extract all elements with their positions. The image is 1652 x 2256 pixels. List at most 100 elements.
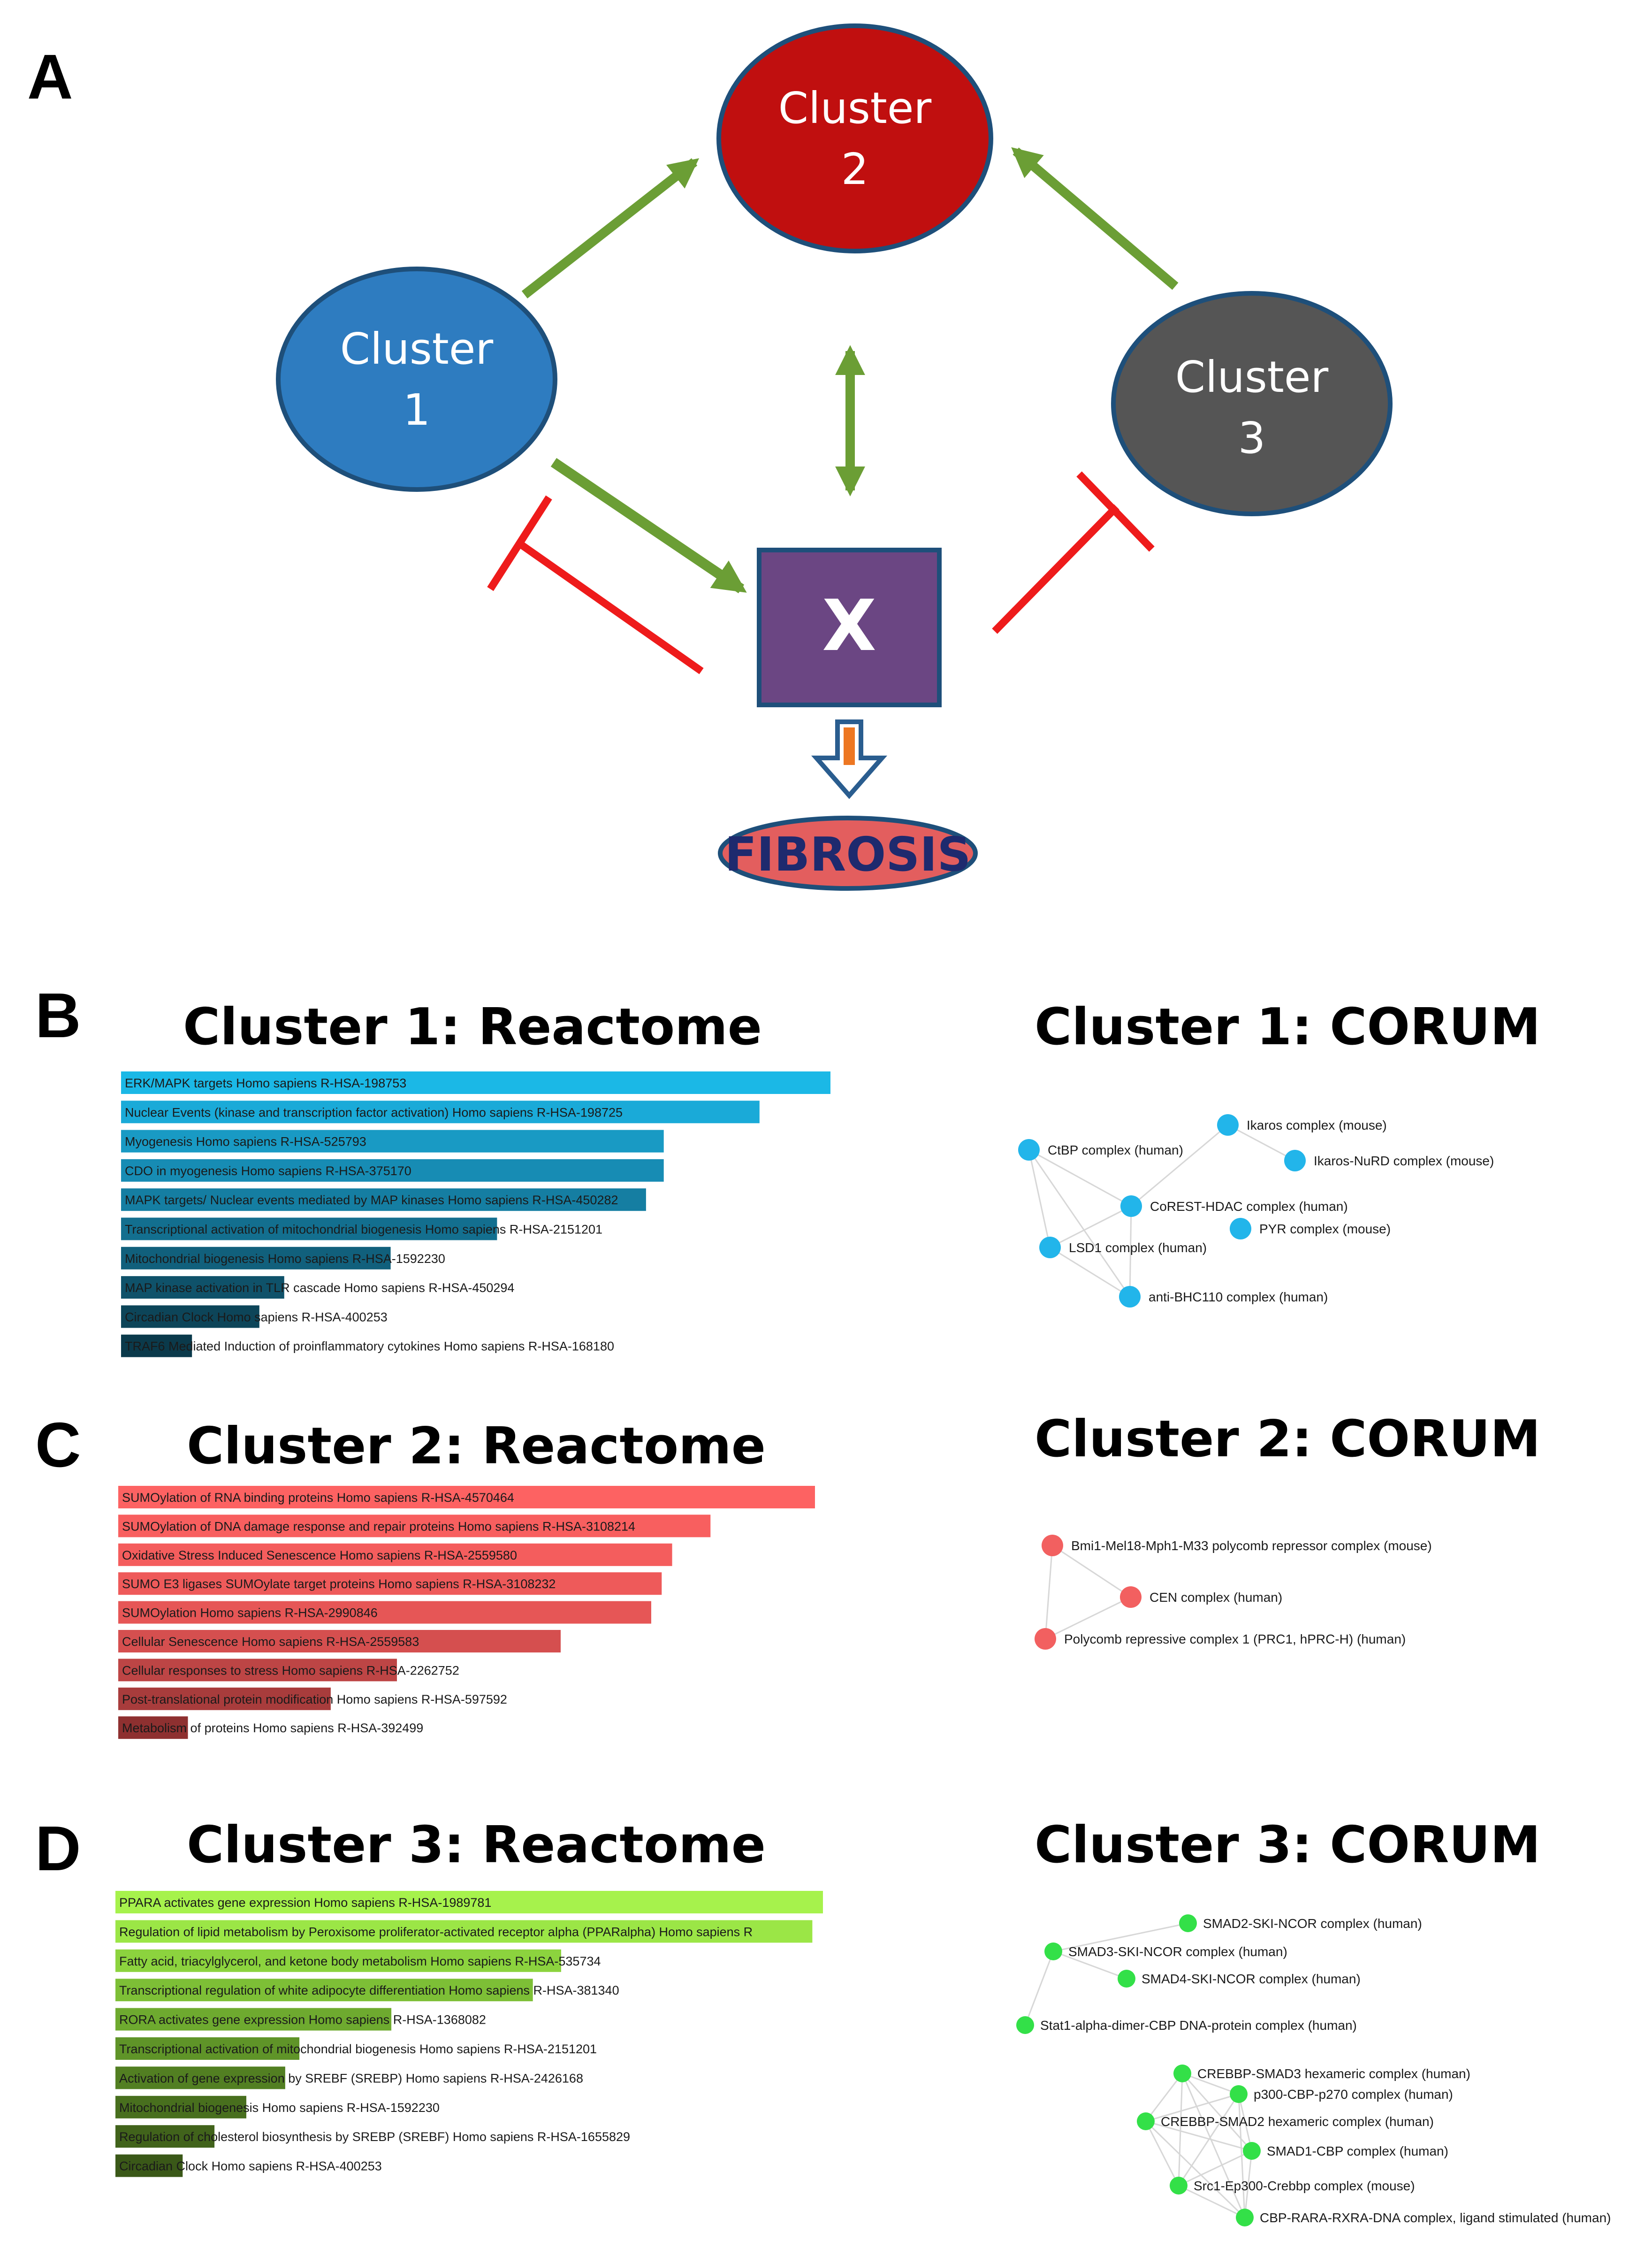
reactome-bar-label: Transcriptional regulation of white adip… — [119, 1983, 619, 1997]
inhibition-cluster3-x — [992, 471, 1155, 634]
network-edge — [1178, 2073, 1183, 2186]
network-node-label: CoREST-HDAC complex (human) — [1150, 1199, 1348, 1214]
reactome-bar — [115, 1920, 813, 1943]
arrow-cluster1-to-x — [550, 458, 747, 594]
network-node-label: SMAD1-CBP complex (human) — [1267, 2144, 1448, 2158]
network-edge — [1052, 1545, 1131, 1598]
reactome-bar — [121, 1247, 391, 1269]
network-node — [1173, 2065, 1191, 2082]
reactome-bar-label: MAPK targets/ Nuclear events mediated by… — [125, 1193, 618, 1207]
network-node — [1039, 1237, 1061, 1258]
network-edge — [1050, 1247, 1130, 1298]
reactome-bar — [115, 1949, 561, 1972]
arrow-cluster1-to-cluster2 — [521, 158, 700, 298]
cluster-1-corum-title: Cluster 1: CORUM — [1035, 998, 1541, 1056]
network-node-label: CREBBP-SMAD2 hexameric complex (human) — [1161, 2114, 1434, 2129]
reactome-bar — [121, 1305, 259, 1328]
cluster-3-label-line1: Cluster — [1175, 352, 1329, 402]
reactome-bar — [115, 1979, 533, 2002]
reactome-bar-label: SUMO E3 ligases SUMOylate target protein… — [122, 1577, 556, 1591]
reactome-bar-label: Activation of gene expression by SREBF (… — [119, 2071, 583, 2085]
cluster-2-label-line2: 2 — [841, 144, 869, 194]
reactome-bar — [121, 1217, 497, 1240]
network-edge — [1053, 1922, 1188, 1952]
reactome-bar-label: Post-translational protein modification … — [122, 1692, 507, 1706]
reactome-bar-label: Myogenesis Homo sapiens R-HSA-525793 — [125, 1135, 366, 1149]
cluster-2-reactome-bars: SUMOylation of RNA binding proteins Homo… — [118, 1486, 815, 1739]
network-node-label: PYR complex (mouse) — [1259, 1222, 1391, 1236]
reactome-bar-label: SUMOylation of RNA binding proteins Homo… — [122, 1491, 514, 1505]
network-edge — [1050, 1205, 1132, 1248]
network-node-label: Ikaros complex (mouse) — [1247, 1118, 1387, 1132]
network-edge — [1178, 2150, 1252, 2187]
cluster-node-1: Cluster 1 — [276, 267, 557, 492]
network-node-label: SMAD2-SKI-NCOR complex (human) — [1203, 1916, 1422, 1931]
reactome-bar-label: Cellular Senescence Homo sapiens R-HSA-2… — [122, 1635, 419, 1649]
network-edge — [1145, 2121, 1180, 2186]
network-edge — [1028, 1149, 1131, 1297]
reactome-bar — [121, 1130, 664, 1153]
network-edge — [1145, 2120, 1246, 2218]
reactome-bar-label: PPARA activates gene expression Homo sap… — [119, 1896, 491, 1910]
cluster-3-reactome-bars: PPARA activates gene expression Homo sap… — [115, 1891, 823, 2177]
panel-letter-a: A — [27, 41, 73, 112]
network-node-label: Bmi1-Mel18-Mph1-M33 polycomb repressor c… — [1071, 1538, 1432, 1553]
network-node — [1120, 1586, 1142, 1608]
reactome-bar — [118, 1601, 651, 1624]
reactome-bar-label: CDO in myogenesis Homo sapiens R-HSA-375… — [125, 1164, 411, 1178]
reactome-bar — [115, 2125, 215, 2148]
reactome-bar-label: SUMOylation Homo sapiens R-HSA-2990846 — [122, 1606, 378, 1620]
cluster-2-corum-title: Cluster 2: CORUM — [1035, 1410, 1541, 1468]
network-edge — [1028, 1149, 1051, 1248]
reactome-bar — [115, 2008, 392, 2031]
network-edge — [1129, 1206, 1132, 1297]
x-node-label: X — [822, 585, 876, 667]
network-edge — [1227, 1124, 1295, 1162]
network-node — [1284, 1150, 1306, 1171]
reactome-bar — [115, 2095, 246, 2118]
cluster-2-reactome-title: Cluster 2: Reactome — [187, 1417, 766, 1476]
network-node — [1044, 1942, 1062, 1960]
reactome-bar-label: MAP kinase activation in TLR cascade Hom… — [125, 1281, 514, 1295]
cluster-1-corum-network: Ikaros complex (mouse)CtBP complex (huma… — [1018, 1114, 1494, 1308]
network-node — [1120, 1195, 1142, 1217]
inhibition-cluster1-x — [487, 495, 704, 674]
reactome-bar — [121, 1334, 192, 1357]
cluster-3-corum-network: SMAD2-SKI-NCOR complex (human)SMAD3-SKI-… — [1016, 1914, 1611, 2226]
network-node-label: CREBBP-SMAD3 hexameric complex (human) — [1197, 2066, 1470, 2081]
reactome-bar-label: Metabolism of proteins Homo sapiens R-HS… — [122, 1721, 423, 1735]
reactome-bar-label: Transcriptional activation of mitochondr… — [119, 2042, 597, 2056]
network-edge — [1053, 1950, 1127, 1980]
network-edge — [1024, 1951, 1054, 2026]
fibrosis-label: FIBROSIS — [725, 827, 971, 882]
fibrosis-node: FIBROSIS — [718, 816, 978, 891]
network-edge — [1238, 2094, 1246, 2218]
network-node — [1018, 1139, 1040, 1161]
cluster-3-corum-title: Cluster 3: CORUM — [1035, 1816, 1541, 1874]
reactome-bar — [118, 1687, 331, 1710]
reactome-bar-label: ERK/MAPK targets Homo sapiens R-HSA-1987… — [125, 1076, 406, 1090]
network-edge — [1145, 2073, 1183, 2122]
cluster-2-label-line1: Cluster — [778, 83, 932, 133]
network-node — [1236, 2209, 1254, 2226]
network-edge — [1182, 2072, 1239, 2095]
cluster-2-corum-network: Bmi1-Mel18-Mph1-M33 polycomb repressor c… — [1035, 1535, 1432, 1650]
reactome-bar — [115, 1891, 823, 1913]
network-edge — [1181, 2073, 1246, 2218]
network-edge — [1145, 2093, 1239, 2122]
network-node — [1137, 2112, 1155, 2130]
cluster-1-label-line2: 1 — [403, 385, 431, 435]
cluster-node-3: Cluster 3 — [1111, 291, 1393, 516]
reactome-bar-label: SUMOylation of DNA damage response and r… — [122, 1519, 635, 1533]
reactome-bar — [118, 1716, 188, 1739]
reactome-bar-label: Regulation of cholesterol biosynthesis b… — [119, 2130, 630, 2144]
x-node: X — [757, 548, 942, 707]
network-edge — [1238, 2094, 1253, 2151]
network-edge — [1131, 1124, 1228, 1207]
network-node-label: SMAD4-SKI-NCOR complex (human) — [1142, 1972, 1361, 1986]
arrow-cluster3-to-cluster2 — [1011, 147, 1179, 290]
reactome-bar — [118, 1486, 815, 1508]
reactome-bar — [118, 1572, 662, 1595]
network-node — [1217, 1114, 1239, 1136]
reactome-bar — [121, 1101, 760, 1124]
